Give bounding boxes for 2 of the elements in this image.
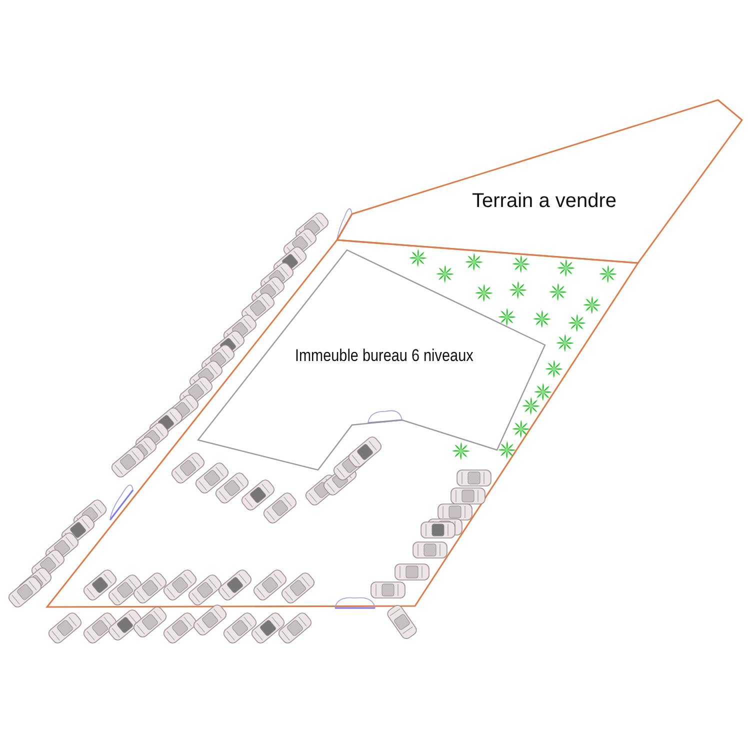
building-label: Immeuble bureau 6 niveaux xyxy=(295,346,474,366)
parcel-label: Terrain a vendre xyxy=(472,190,617,213)
